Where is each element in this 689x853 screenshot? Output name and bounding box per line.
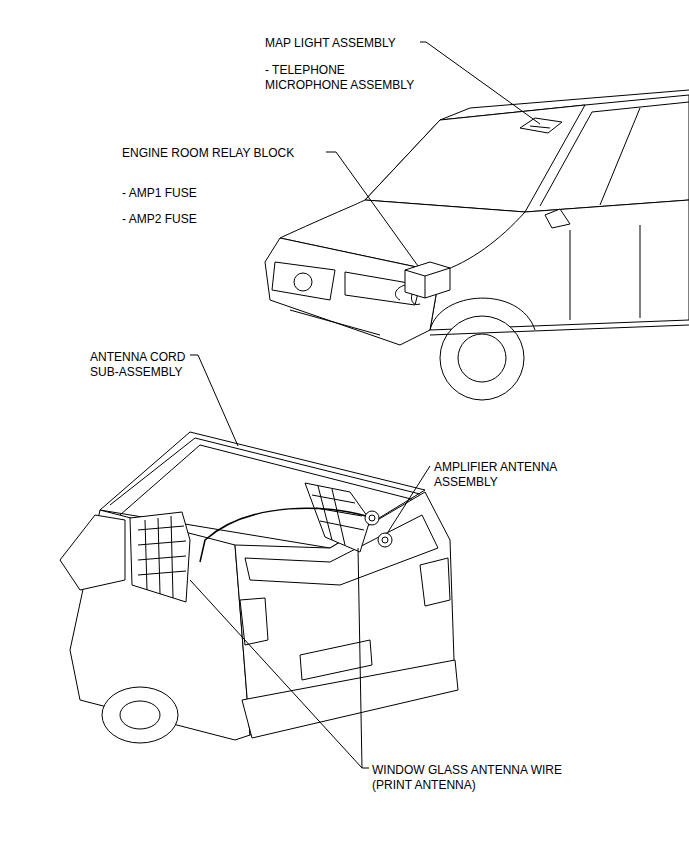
part-label: WINDOW GLASS ANTENNA WIRE (PRINT ANTENNA…	[372, 763, 582, 793]
map-light	[520, 118, 562, 133]
part-label: MAP LIGHT ASSEMBLY	[265, 36, 435, 51]
label-holder: WINDOW GLASS ANTENNA WIRE (PRINT ANTENNA…	[372, 763, 582, 793]
amplifier-antenna	[365, 511, 392, 547]
part-label: ANTENNA CORD SUB-ASSEMBLY	[90, 350, 210, 380]
part-label: - AMP1 FUSE	[122, 186, 242, 201]
label-holder: AMPLIFIER ANTENNA ASSEMBLY	[434, 460, 574, 490]
rear-vehicle	[60, 432, 458, 743]
label-holder: ANTENNA CORD SUB-ASSEMBLY	[90, 350, 210, 380]
front-vehicle	[265, 90, 689, 400]
label-holder: - TELEPHONE MICROPHONE ASSEMBLY	[265, 63, 423, 93]
label-holder: ENGINE ROOM RELAY BLOCK	[122, 146, 322, 161]
label-holder: MAP LIGHT ASSEMBLY	[265, 36, 435, 51]
part-label: AMPLIFIER ANTENNA ASSEMBLY	[434, 460, 574, 490]
label-holder: - AMP1 FUSE	[122, 186, 242, 201]
part-label: ENGINE ROOM RELAY BLOCK	[122, 146, 322, 161]
label-holder: - AMP2 FUSE	[122, 212, 242, 227]
part-label: - AMP2 FUSE	[122, 212, 242, 227]
relay-block	[395, 262, 450, 305]
antenna-cord	[200, 508, 366, 562]
part-label: - TELEPHONE MICROPHONE ASSEMBLY	[265, 63, 423, 93]
